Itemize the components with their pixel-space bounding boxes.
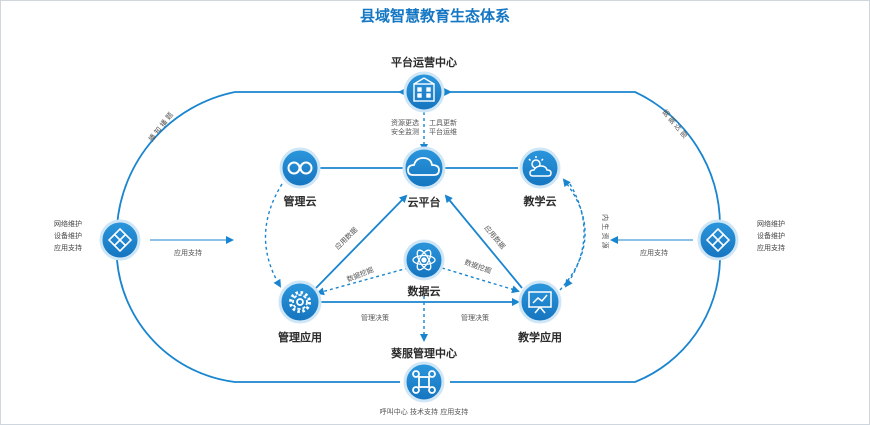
atom-icon: [412, 249, 436, 271]
building-icon: [413, 77, 435, 102]
node-platform-ops[interactable]: 平台运营中心: [391, 55, 457, 113]
decision-left-label: 管理决策: [361, 313, 389, 322]
node-mgmt-cloud[interactable]: 管理云: [279, 147, 321, 208]
outer-arc-bottom-right: [450, 259, 721, 383]
link-mgmt-cloud-app: [264, 183, 283, 288]
link-data-teach-app: [441, 267, 520, 294]
right-maint-line-3: 应用支持: [757, 243, 785, 252]
node-left-maint[interactable]: 网络维护 设备维护 应用支持: [54, 219, 141, 261]
link-teach-app-cloud: [559, 178, 586, 291]
teach-cloud-label: 教学云: [523, 194, 557, 208]
teach-app-label: 教学应用: [517, 330, 562, 344]
ops-right-line-2: 平台运维: [429, 127, 457, 136]
sun-cloud-icon: [528, 156, 552, 177]
service-bottom-label: 呼叫中心 技术支持 应用支持: [380, 407, 468, 416]
mgmt-cloud-label: 管理云: [284, 194, 317, 208]
link-teach-cloud-app: [564, 183, 585, 288]
app-support-left-label: 应用支持: [174, 248, 202, 257]
left-maint-line-1: 网络维护: [54, 219, 82, 228]
outer-arc-bottom-left: [112, 253, 400, 383]
service-center-label: 葵服管理中心: [390, 346, 457, 360]
ops-left-line-2: 安全监测: [391, 127, 419, 136]
ops-left-line-1: 资源更选: [391, 118, 419, 127]
page-title: 县域智慧教育生态体系: [360, 7, 510, 25]
infinity-icon: [287, 161, 313, 175]
presentation-icon: [528, 291, 552, 314]
link-teach-app-platform: [444, 194, 523, 289]
outer-arc-top-right: [444, 88, 721, 227]
gear-icon: [289, 291, 311, 313]
node-mgmt-app[interactable]: 管理应用: [278, 280, 322, 344]
node-data-cloud[interactable]: 数据云: [403, 239, 445, 298]
right-maint-line-2: 设备维护: [757, 231, 785, 240]
left-maint-line-3: 应用支持: [54, 243, 82, 252]
tools-icon: [705, 227, 731, 253]
endogenous-resources-label: 内 生 资 源: [601, 214, 610, 249]
command-icon: [412, 370, 436, 394]
link-mgmt-app-platform: [315, 194, 408, 289]
decision-right-label: 管理决策: [461, 313, 489, 322]
mgmt-app-label: 管理应用: [278, 330, 322, 344]
right-arc-label: 据 据 达 额: [660, 108, 689, 140]
ops-right-line-1: 工具更新: [429, 118, 457, 127]
app-support-right-label: 应用支持: [640, 248, 668, 257]
node-right-maint[interactable]: 网络维护 设备维护 应用支持: [697, 219, 785, 261]
data-cloud-label: 数据云: [408, 284, 441, 298]
data-mining-right-label: 数据挖掘: [463, 257, 492, 275]
node-service-center[interactable]: 葵服管理中心: [390, 346, 457, 403]
left-arc-label: 播 知 播 题: [146, 110, 174, 143]
app-data-right-label: 应用数据: [482, 224, 507, 251]
outer-arc-top-left: [116, 88, 406, 227]
node-cloud-platform[interactable]: 云平台: [402, 146, 446, 209]
node-teach-cloud[interactable]: 教学云: [519, 147, 561, 208]
tools-icon: [107, 227, 133, 253]
right-maint-line-1: 网络维护: [757, 219, 785, 228]
left-maint-line-2: 设备维护: [54, 231, 82, 240]
node-teach-app[interactable]: 教学应用: [517, 280, 562, 344]
cloud-platform-label: 云平台: [408, 195, 441, 209]
cloud-icon: [407, 157, 440, 176]
platform-ops-label: 平台运营中心: [391, 55, 457, 69]
